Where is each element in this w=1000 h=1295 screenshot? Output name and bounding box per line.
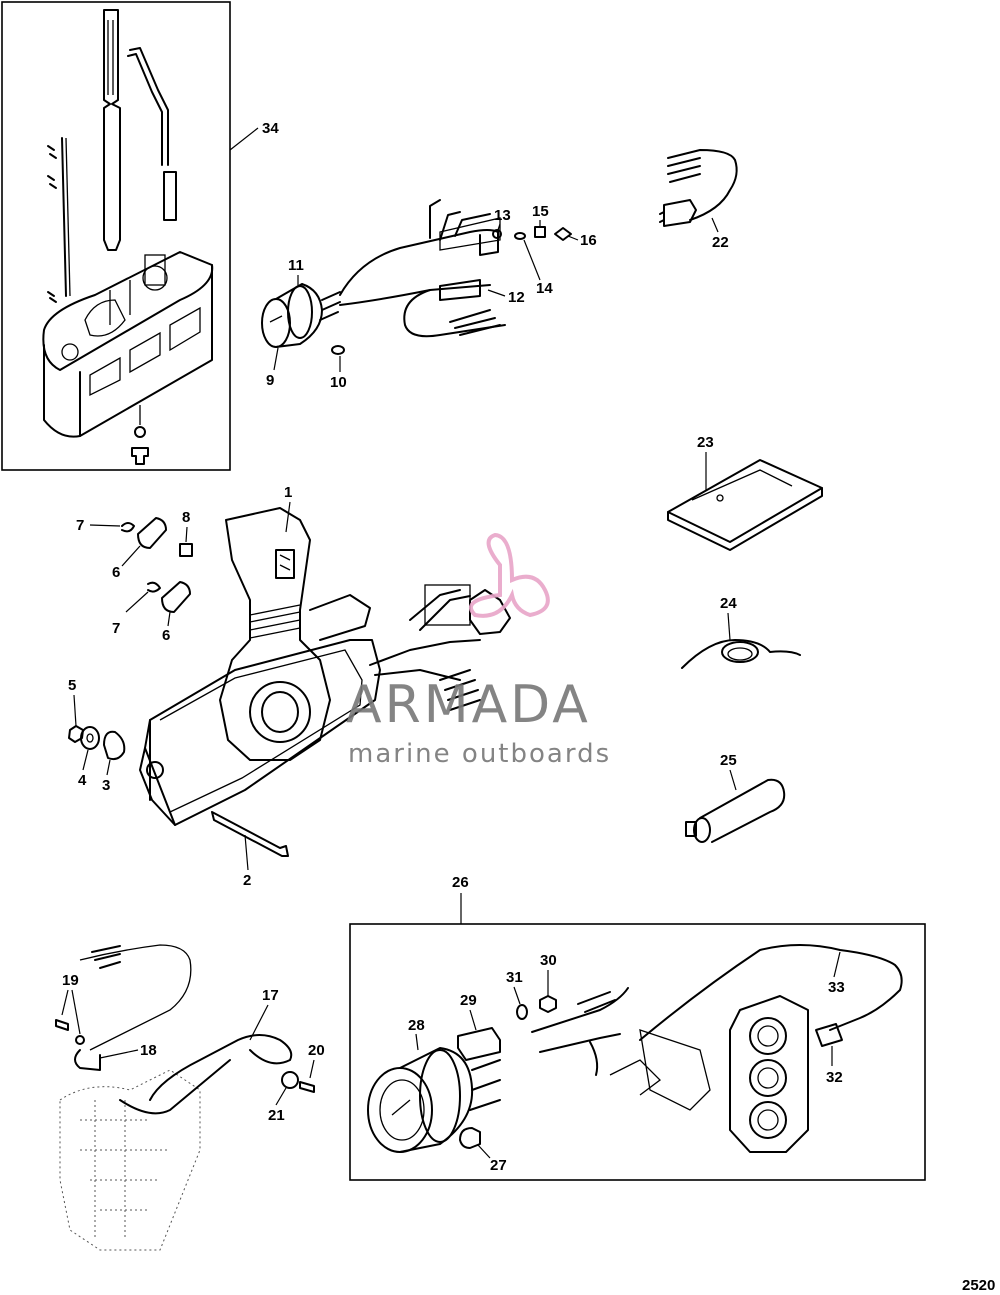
- spacer-3: [103, 730, 126, 761]
- callout-26: 26: [452, 874, 469, 891]
- callout-9: 9: [266, 372, 274, 389]
- nut-30: [539, 995, 557, 1013]
- shift-assembly-frame: [1, 1, 231, 471]
- mounting-bracket-29: [457, 1027, 501, 1061]
- callout-8: 8: [182, 509, 190, 526]
- shift-shaft: [103, 9, 121, 251]
- screw-20: [299, 1081, 315, 1093]
- clip-7b: [147, 581, 161, 593]
- temperature-sender-32: [815, 1023, 843, 1047]
- callout-20: 20: [308, 1042, 325, 1059]
- trim-gauge-harness: [339, 229, 499, 296]
- harness-17-group: [55, 944, 315, 1251]
- callout-1: 1: [284, 484, 292, 501]
- shift-assembly-group: [1, 1, 231, 471]
- trim-gauge-stud: [479, 231, 499, 256]
- nut-16: [554, 227, 572, 241]
- callout-22: 22: [712, 234, 729, 251]
- shift-thin-rod: [61, 137, 67, 297]
- callout-11: 11: [288, 257, 304, 274]
- callout-23: 23: [697, 434, 714, 451]
- callout-6a: 6: [112, 564, 120, 581]
- washer-4: [80, 726, 100, 750]
- remote-control-group: [68, 507, 511, 857]
- watermark-logo-icon: [468, 532, 550, 618]
- callout-21: 21: [268, 1107, 285, 1124]
- callout-12: 12: [508, 289, 525, 306]
- cylinder-head: [729, 995, 809, 1153]
- cable-tie-24: [681, 639, 801, 669]
- washer-13: [492, 229, 502, 239]
- neutral-lock-button: [275, 549, 295, 579]
- callout-3: 3: [102, 777, 110, 794]
- callout-19: 19: [62, 972, 79, 989]
- engine-outline: [59, 1069, 201, 1251]
- control-harness: [369, 639, 481, 666]
- screw-19: [55, 1019, 69, 1031]
- bulb-10: [331, 345, 345, 355]
- watermark-tagline: marine outboards: [348, 739, 611, 769]
- gauge-kit-group: [349, 923, 926, 1181]
- callout-27: 27: [490, 1157, 507, 1174]
- shift-bolt: [131, 447, 149, 465]
- callout-13: 13: [494, 207, 511, 224]
- callout-4: 4: [78, 772, 87, 789]
- shift-housing: [42, 251, 214, 371]
- trim-gauge-face: [261, 298, 291, 348]
- nut-15: [534, 226, 546, 238]
- washer-14: [514, 232, 526, 240]
- harness-17: [149, 1034, 293, 1101]
- callout-10: 10: [330, 374, 347, 391]
- callout-7a: 7: [76, 517, 84, 534]
- callout-28: 28: [408, 1017, 425, 1034]
- remote-control-housing: [139, 639, 381, 826]
- instruction-pouch-23: [667, 459, 823, 551]
- trim-gauge-group: [261, 199, 572, 355]
- bulb-27: [459, 1127, 481, 1149]
- diagram-code: 2520: [962, 1277, 995, 1294]
- shift-washer: [134, 426, 146, 438]
- callout-7b: 7: [112, 620, 120, 637]
- callout-16: 16: [580, 232, 597, 249]
- washer-31: [516, 1004, 528, 1020]
- clip-7a: [121, 522, 135, 533]
- clip-8: [179, 543, 193, 557]
- callout-34: 34: [262, 120, 279, 137]
- shift-link-rod: [129, 47, 169, 166]
- callout-25: 25: [720, 752, 737, 769]
- callout-17: 17: [262, 987, 279, 1004]
- harness-18-clamp: [74, 1049, 101, 1071]
- control-handle: [219, 507, 331, 761]
- callout-30: 30: [540, 952, 557, 969]
- washer-21: [281, 1071, 299, 1089]
- callout-2: 2: [243, 872, 251, 889]
- lubricant-tube-25: [685, 778, 786, 843]
- watermark: ARMADA marine outboards: [346, 532, 611, 769]
- callout-18: 18: [140, 1042, 157, 1059]
- harness-22-group: [659, 149, 738, 227]
- mounting-bolt: [211, 811, 289, 857]
- callout-6b: 6: [162, 627, 170, 644]
- callout-33: 33: [828, 979, 845, 996]
- callout-14: 14: [536, 280, 553, 297]
- sender-cable-33: [639, 944, 903, 1041]
- callout-31: 31: [506, 969, 523, 986]
- gauge-wires: [531, 987, 629, 1033]
- gauge-kit-frame: [349, 923, 926, 1181]
- shift-pin: [47, 145, 57, 159]
- watermark-brand: ARMADA: [346, 675, 591, 735]
- harness-22: [667, 149, 738, 221]
- callout-24: 24: [720, 595, 737, 612]
- callout-5: 5: [68, 677, 76, 694]
- callout-32: 32: [826, 1069, 843, 1086]
- bracket-6b: [161, 581, 191, 613]
- callout-29: 29: [460, 992, 477, 1009]
- bracket-6a: [137, 517, 167, 549]
- callout-15: 15: [532, 203, 549, 220]
